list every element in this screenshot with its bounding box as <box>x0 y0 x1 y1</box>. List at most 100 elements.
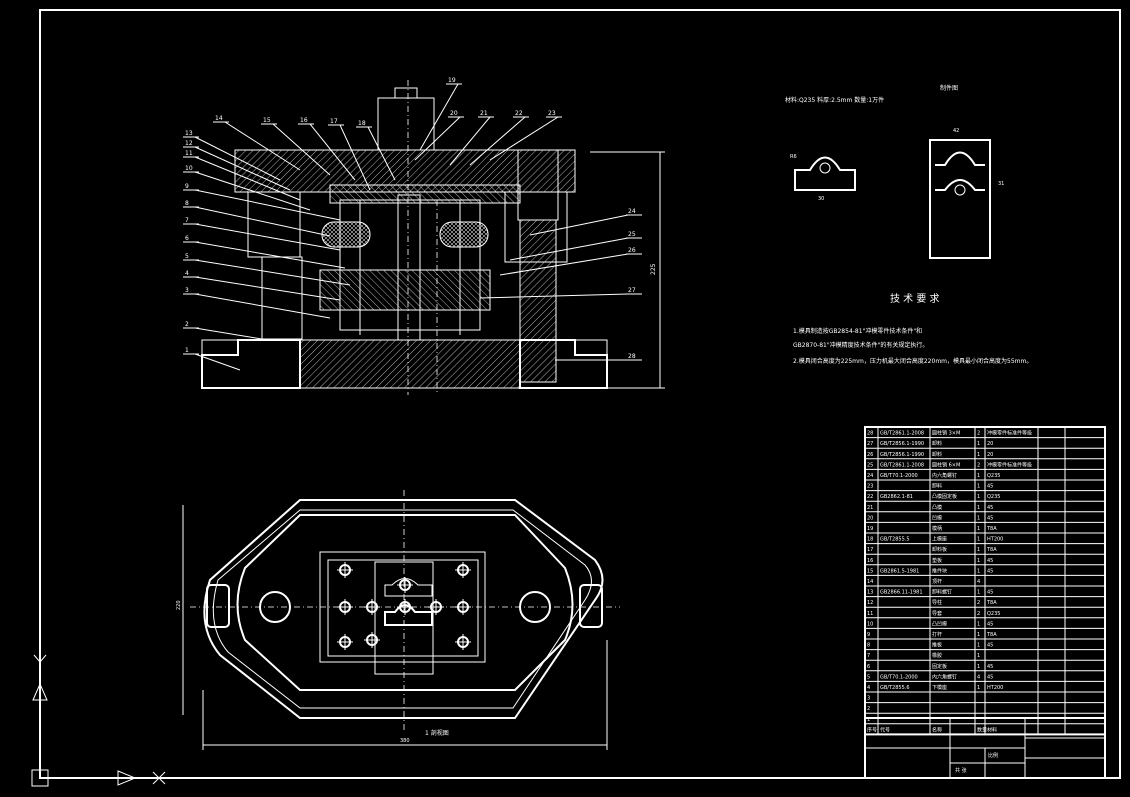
table-cell: T8A <box>986 632 997 638</box>
table-cell: 凸凹模 <box>932 620 947 627</box>
part-number-label: 16 <box>300 117 308 124</box>
table-cell: 2 <box>867 706 870 712</box>
part-number-label: 5 <box>185 253 189 260</box>
part-number-label: 24 <box>628 208 636 215</box>
part-number-label: 26 <box>628 247 636 254</box>
table-cell: 4 <box>867 685 870 691</box>
table-cell: GB/T70.1-2000 <box>880 674 918 680</box>
table-cell: HT200 <box>987 537 1003 543</box>
table-cell: 22 <box>867 494 873 500</box>
table-cell: 推件块 <box>932 567 947 574</box>
table-cell: 45 <box>987 568 993 574</box>
table-cell: T8A <box>986 547 997 553</box>
table-header-cell: 代号 <box>880 726 890 733</box>
table-cell: 20 <box>987 441 993 447</box>
table-cell: 1 <box>977 441 980 447</box>
part-number-label: 10 <box>185 165 193 172</box>
tech-line-1: 1.模具制造按GB2854-81"冲模零件技术条件"和 <box>793 327 922 335</box>
workpiece-dim-top: 42 <box>953 128 959 134</box>
table-cell: 2 <box>977 431 980 437</box>
table-cell: 6 <box>867 664 870 670</box>
part-number-label: 25 <box>628 231 636 238</box>
table-cell: 模柄 <box>932 525 942 532</box>
table-cell: GB2862.1-81 <box>880 494 913 500</box>
table-cell: 垫板 <box>932 557 942 564</box>
part-number-label: 19 <box>448 77 456 84</box>
table-cell: 45 <box>987 590 993 596</box>
table-cell: 1 <box>867 717 870 723</box>
table-cell: 14 <box>867 579 873 585</box>
table-cell: 25 <box>867 462 873 468</box>
table-cell: GB/T2861.1-2008 <box>880 431 924 437</box>
table-cell: 21 <box>867 505 873 511</box>
part-number-label: 3 <box>185 287 189 294</box>
table-cell: GB/T2855.6 <box>880 685 910 691</box>
table-cell: 1 <box>977 685 980 691</box>
table-cell: 3 <box>867 696 870 702</box>
table-cell: GB/T2861.1-2008 <box>880 462 924 468</box>
table-cell: 45 <box>987 484 993 490</box>
table-cell: 9 <box>867 632 870 638</box>
plan-view: 220 380 1 剖视图 <box>176 490 620 750</box>
table-cell: 20 <box>867 515 873 521</box>
table-cell: GB2866.11-1981 <box>880 590 923 596</box>
table-cell: 打杆 <box>932 631 942 638</box>
table-cell: 卸料 <box>932 451 942 458</box>
tech-line-3: 2.模具闭合高度为225mm，压力机最大闭合高度220mm，模具最小闭合高度为5… <box>793 357 1032 365</box>
part-number-label: 1 <box>185 347 189 354</box>
table-cell: 卸料螺钉 <box>932 589 952 596</box>
table-cell: Q235 <box>987 473 1000 479</box>
table-cell: 1 <box>977 494 980 500</box>
table-cell: 1 <box>977 526 980 532</box>
part-number-label: 13 <box>185 130 193 137</box>
table-cell: 凹模 <box>932 514 942 521</box>
table-cell: 上模座 <box>932 536 947 543</box>
table-cell: GB/T70.1-2000 <box>880 473 918 479</box>
part-number-label: 27 <box>628 287 636 294</box>
table-cell: 20 <box>987 452 993 458</box>
table-cell: 冲模零件标准件等级 <box>987 461 1032 468</box>
table-cell: 24 <box>867 473 873 479</box>
table-cell: Q235 <box>987 611 1000 617</box>
table-cell: HT200 <box>987 685 1003 691</box>
table-cell: 4 <box>977 674 980 680</box>
table-cell: 1 <box>977 558 980 564</box>
part-number-label: 11 <box>185 150 193 157</box>
table-cell: 卸料板 <box>932 546 947 553</box>
table-cell: 1 <box>977 621 980 627</box>
table-cell: 1 <box>977 547 980 553</box>
table-cell: 16 <box>867 558 873 564</box>
table-cell: 10 <box>867 621 873 627</box>
part-number-label: 14 <box>215 115 223 122</box>
table-cell: 12 <box>867 600 873 606</box>
part-number-label: 23 <box>548 110 556 117</box>
ucs-axis-icon <box>31 648 166 787</box>
table-header-cell: 名称 <box>932 726 942 733</box>
table-cell: 下模座 <box>932 684 947 691</box>
table-cell: 45 <box>987 664 993 670</box>
table-cell: GB/T2855.5 <box>880 537 910 543</box>
workpiece-dim-side: 31 <box>998 181 1004 187</box>
part-number-label: 17 <box>330 118 338 125</box>
table-cell: 4 <box>977 579 980 585</box>
table-cell: 45 <box>987 674 993 680</box>
table-cell: 2 <box>977 462 980 468</box>
table-cell: 18 <box>867 537 873 543</box>
table-cell: 1 <box>977 664 980 670</box>
part-number-label: 28 <box>628 353 636 360</box>
table-cell: 1 <box>977 537 980 543</box>
part-number-label: 22 <box>515 110 523 117</box>
table-cell: 1 <box>977 643 980 649</box>
table-cell: 5 <box>867 674 870 680</box>
workpiece-dim-bot: 30 <box>818 196 824 202</box>
table-cell: GB/T2856.1-1990 <box>880 452 924 458</box>
table-header-cell: 材料 <box>987 726 997 733</box>
table-cell: 28 <box>867 431 873 437</box>
table-cell: 1 <box>977 632 980 638</box>
table-cell: 45 <box>987 558 993 564</box>
table-cell: 26 <box>867 452 873 458</box>
workpiece-dim-radius: R6 <box>790 154 797 160</box>
table-cell: 1 <box>977 568 980 574</box>
plan-width-dimension: 380 <box>400 738 410 744</box>
